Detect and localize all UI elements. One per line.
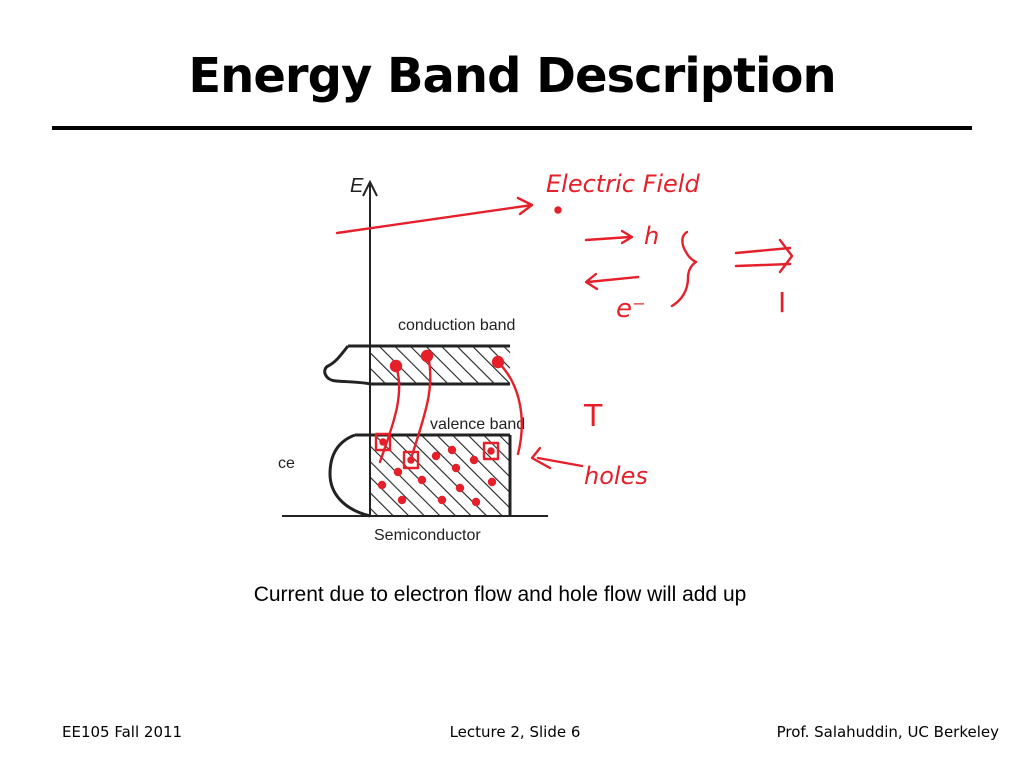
electron-arrowhead: [584, 272, 599, 291]
valence-band-tail: [328, 433, 371, 518]
valence-electron: [417, 475, 427, 485]
excitation-curve-2: [408, 354, 432, 464]
hole-pointer-arrow: [536, 456, 584, 468]
conduction-electron: [420, 349, 434, 363]
electric-field-annotation: Electric Field: [546, 170, 700, 198]
hole-arrowhead: [620, 229, 634, 245]
valence-electron: [393, 467, 403, 477]
current-annotation: I: [778, 286, 786, 319]
hole-box: [374, 432, 392, 452]
valence-electron: [471, 497, 481, 507]
current-arrow-lower: [734, 262, 792, 268]
axis-label: E: [350, 175, 364, 197]
hole-box-dot: [487, 447, 495, 455]
excitation-curve-3: [496, 360, 523, 456]
field-dot: [554, 206, 562, 214]
valence-electron: [431, 451, 441, 461]
hole-box-dot: [407, 456, 415, 464]
field-arrowhead: [516, 196, 534, 216]
conduction-electron: [389, 359, 403, 373]
field-arrow: [335, 203, 534, 235]
valence-band-label: valence band: [430, 416, 525, 433]
valence-electron: [487, 477, 497, 487]
current-arrow-upper: [734, 246, 792, 255]
title-divider: [52, 126, 972, 130]
valence-electron: [447, 445, 457, 455]
energy-axis-arrowhead: [362, 179, 378, 197]
valence-electron: [451, 463, 461, 473]
hole-pointer-arrowhead: [530, 446, 552, 470]
hole-box-dot: [379, 438, 387, 446]
valence-electron: [455, 483, 465, 493]
footer-author: Prof. Salahuddin, UC Berkeley: [776, 723, 999, 741]
printed-figure: [282, 179, 548, 518]
footer-slide-number: Lecture 2, Slide 6: [449, 723, 581, 741]
slide-title: Energy Band Description: [188, 48, 836, 104]
carrier-brace: [670, 230, 698, 308]
excitation-curve-1: [378, 364, 401, 464]
clipped-left-label: ce: [278, 455, 295, 472]
valence-electron: [377, 480, 387, 490]
hole-annotation: h: [644, 222, 659, 250]
conduction-electron: [491, 355, 505, 369]
energy-band-diagram: E conduction band valence band ce Semico…: [278, 170, 794, 544]
valence-electron: [437, 495, 447, 505]
current-arrowhead: [778, 238, 794, 274]
temperature-annotation: T: [583, 399, 603, 434]
handwritten-annotations: [335, 196, 794, 507]
slide-caption: Current due to electron flow and hole fl…: [253, 583, 747, 606]
holes-annotation: holes: [584, 462, 648, 490]
hole-box: [402, 450, 420, 470]
conduction-band-tail: [323, 345, 371, 386]
footer-course: EE105 Fall 2011: [62, 723, 183, 741]
valence-electron: [469, 455, 479, 465]
hole-arrow: [584, 235, 632, 242]
conduction-band-label: conduction band: [398, 317, 515, 334]
semiconductor-label: Semiconductor: [374, 527, 481, 544]
electron-annotation: e⁻: [616, 294, 646, 324]
electron-arrow: [586, 275, 640, 284]
hole-box: [482, 441, 500, 461]
valence-electron: [397, 495, 407, 505]
